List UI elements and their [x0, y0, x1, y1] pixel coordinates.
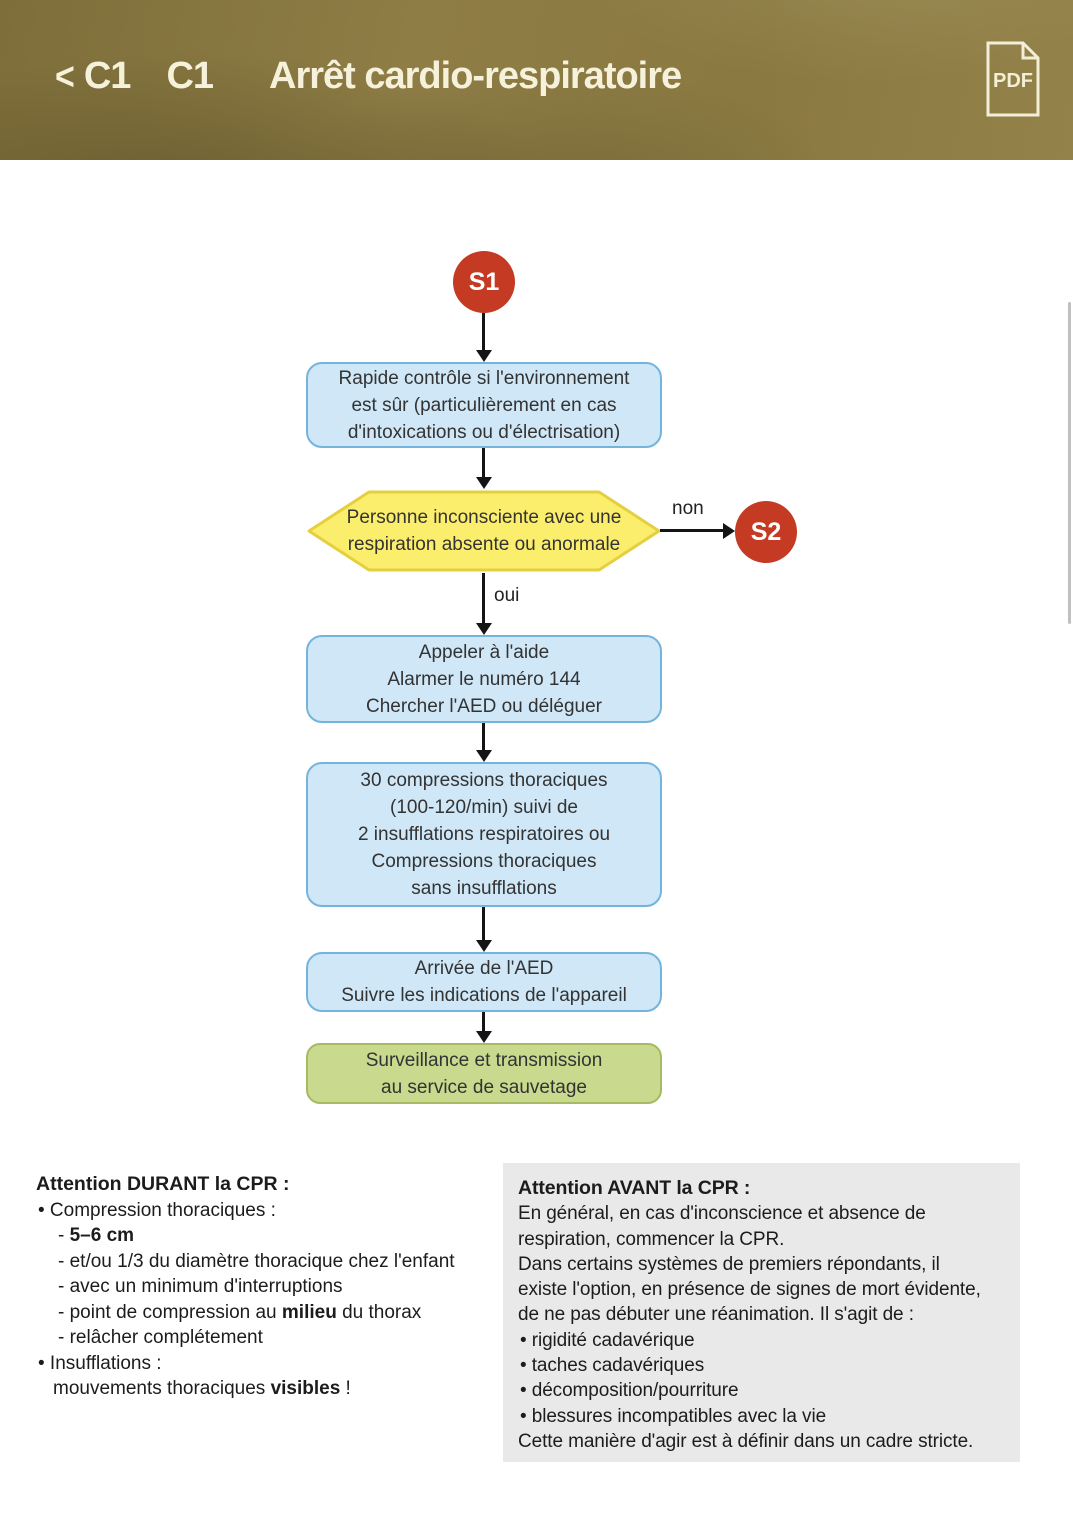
no-branch-label: non: [672, 498, 704, 519]
note-line: • taches cadavériques: [520, 1355, 705, 1377]
note-line: Cette manière d'agir est à définir dans …: [518, 1430, 974, 1452]
box-line: Arrivée de l'AED: [414, 958, 554, 979]
arrow-down-icon: [482, 907, 485, 940]
note-text-bold: 5–6 cm: [69, 1225, 135, 1246]
box-line: Chercher l'AED ou déléguer: [366, 695, 602, 717]
box-line: sans insufflations: [411, 878, 557, 899]
decision-text: Personne inconsciente avec une respirati…: [306, 489, 662, 573]
note-text: - relâcher complétement: [58, 1327, 263, 1348]
pdf-icon: PDF: [986, 41, 1040, 117]
note-text: - et/ou 1/3 du diamètre thoracique chez …: [58, 1250, 455, 1272]
start-node-label: S1: [468, 267, 500, 296]
note-text: - avec un minimum d'interruptions: [58, 1276, 343, 1297]
box-line: 30 compressions thoraciques: [360, 770, 608, 791]
back-chevron-icon[interactable]: <: [55, 55, 75, 99]
arrow-right-icon: [660, 529, 723, 532]
note-text: - point de compression au: [58, 1301, 282, 1323]
arrow-down-icon: [482, 448, 485, 477]
arrow-down-icon: [482, 1012, 485, 1031]
notes-before-heading: Attention AVANT la CPR :: [518, 1177, 751, 1199]
note-line: - avec un minimum d'interruptions: [36, 1274, 506, 1300]
box-line: d'intoxications ou d'électrisation): [347, 421, 621, 443]
yes-branch-label: oui: [494, 585, 520, 606]
notes-during-cpr: Attention DURANT la CPR : • Compression …: [36, 1172, 506, 1402]
s2-node: S2: [735, 501, 797, 563]
note-line: En général, en cas d'inconscience et abs…: [518, 1203, 926, 1225]
arrow-down-icon: [482, 313, 485, 350]
note-line: • rigidité cadavérique: [520, 1329, 695, 1351]
note-line: • décomposition/pourriture: [520, 1380, 739, 1402]
note-text: • Insufflations :: [38, 1352, 162, 1374]
decision-hexagon: Personne inconsciente avec une respirati…: [306, 489, 662, 573]
note-line: • Compression thoraciques :: [36, 1198, 506, 1224]
note-line: - et/ou 1/3 du diamètre thoracique chez …: [36, 1249, 506, 1275]
chapter-code: C1: [166, 55, 214, 97]
note-text: mouvements thoraciques: [53, 1378, 271, 1399]
box-line: Alarmer le numéro 144: [387, 668, 581, 690]
note-line: mouvements thoraciques visibles !: [36, 1376, 506, 1402]
box-line: Personne inconsciente avec une: [346, 507, 622, 528]
note-text: -: [58, 1225, 70, 1246]
box-line: respiration absente ou anormale: [347, 534, 621, 555]
end-box-surveillance: Surveillance et transmission au service …: [306, 1043, 662, 1104]
start-node-s1: S1: [453, 251, 515, 313]
box-line: Suivre les indications de l'appareil: [341, 985, 627, 1006]
box-line: Appeler à l'aide: [418, 641, 550, 663]
header-title-row: < C1 C1 Arrêt cardio-respiratoire: [55, 55, 682, 99]
note-line: Dans certains systèmes de premiers répon…: [518, 1253, 940, 1275]
hexagon-shape-icon: [307, 490, 661, 572]
pdf-button[interactable]: PDF: [985, 40, 1041, 118]
note-line: existe l'option, en présence de signes d…: [518, 1279, 981, 1301]
box-line: est sûr (particulièrement en cas: [351, 394, 617, 416]
note-text: • Compression thoraciques :: [38, 1199, 276, 1221]
process-box-call-help: Appeler à l'aide Alarmer le numéro 144 C…: [306, 635, 662, 723]
box-line: (100-120/min) suivi de: [390, 797, 578, 818]
arrow-down-icon: [482, 723, 485, 750]
note-line: respiration, commencer la CPR.: [518, 1228, 785, 1250]
notes-before-cpr-panel: Attention AVANT la CPR : En général, en …: [503, 1163, 1020, 1462]
scrollbar-thumb[interactable]: [1068, 302, 1071, 624]
box-line: 2 insufflations respiratoires ou: [357, 824, 611, 845]
note-line: - relâcher complétement: [36, 1325, 506, 1351]
note-line: - point de compression au milieu du thor…: [36, 1300, 506, 1326]
back-button[interactable]: C1: [83, 55, 132, 97]
note-line: - 5–6 cm: [36, 1223, 506, 1249]
note-text: du thorax: [336, 1301, 422, 1323]
process-box-compressions: 30 compressions thoraciques (100-120/min…: [306, 762, 662, 907]
page-title: Arrêt cardio-respiratoire: [269, 55, 682, 97]
pdf-icon-label: PDF: [993, 70, 1033, 92]
note-line: de ne pas débuter une réanimation. Il s'…: [518, 1304, 914, 1326]
box-line: Compressions thoraciques: [371, 851, 597, 872]
note-text-bold: visibles: [270, 1378, 341, 1399]
process-box-environment: Rapide contrôle si l'environnement est s…: [306, 362, 662, 448]
process-box-aed: Arrivée de l'AED Suivre les indications …: [306, 952, 662, 1012]
box-line: Surveillance et transmission: [365, 1049, 603, 1071]
note-text-bold: milieu: [281, 1301, 337, 1323]
notes-during-heading: Attention DURANT la CPR :: [36, 1173, 290, 1195]
box-line: au service de sauvetage: [381, 1076, 587, 1098]
box-line: Rapide contrôle si l'environnement: [338, 367, 630, 389]
arrow-down-icon: [482, 573, 485, 623]
note-line: • blessures incompatibles avec la vie: [520, 1405, 827, 1427]
note-line: • Insufflations :: [36, 1351, 506, 1377]
s2-node-label: S2: [750, 517, 782, 546]
note-text: !: [340, 1378, 351, 1399]
app-header: < C1 C1 Arrêt cardio-respiratoire PDF: [0, 0, 1073, 160]
